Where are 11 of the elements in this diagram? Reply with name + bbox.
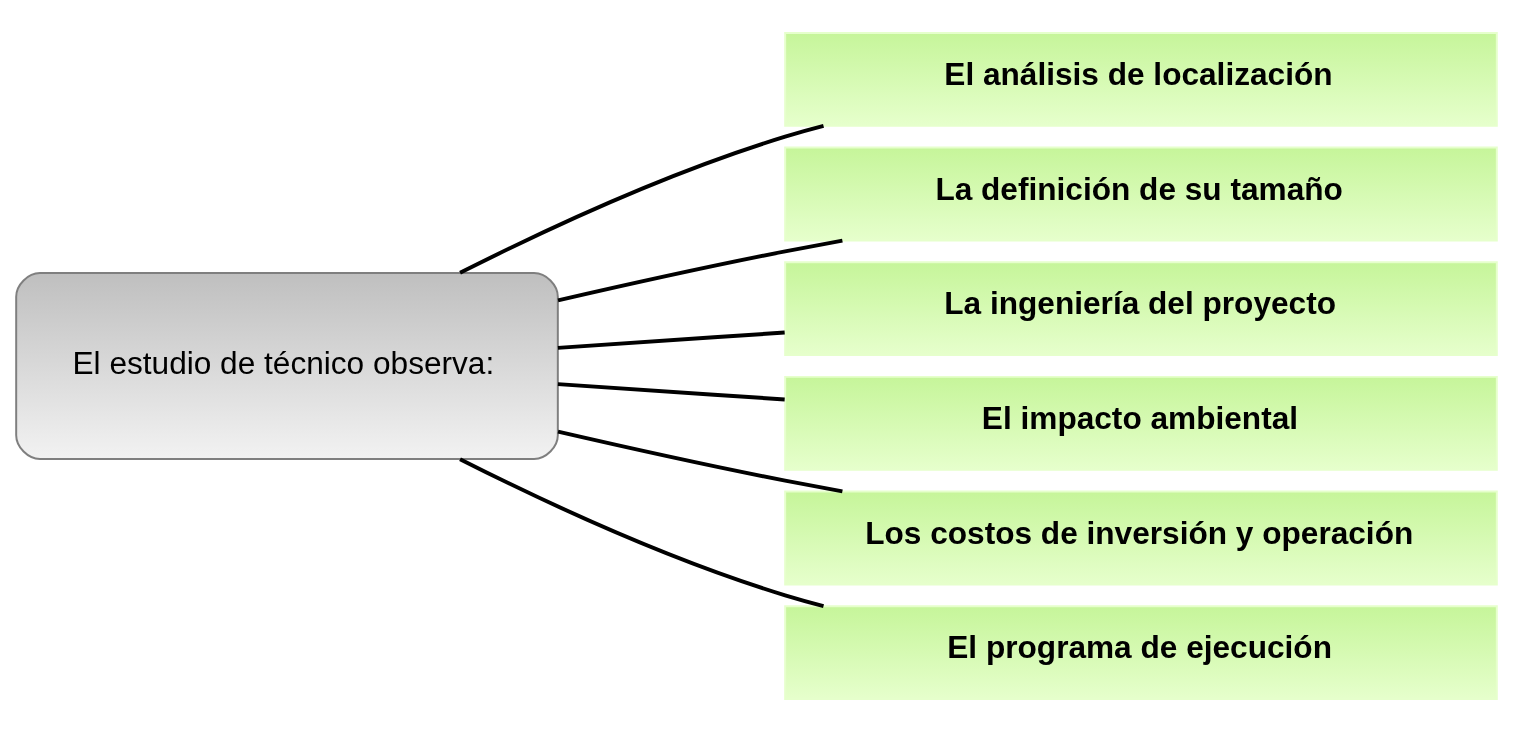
connector [557,238,843,302]
connector [557,381,785,401]
node-box: El impacto ambiental [784,375,1498,471]
connector [459,123,824,275]
connector [557,330,785,350]
node-box: El estudio de técnico observa: [15,271,559,460]
node-box: El análisis de localización [784,31,1498,127]
node-box: La ingeniería del proyecto [784,260,1498,356]
node-box: El programa de ejecución [784,604,1498,700]
node-box: La definición de su tamaño [784,146,1498,241]
node-box: Los costos de inversión y operación [784,490,1498,585]
